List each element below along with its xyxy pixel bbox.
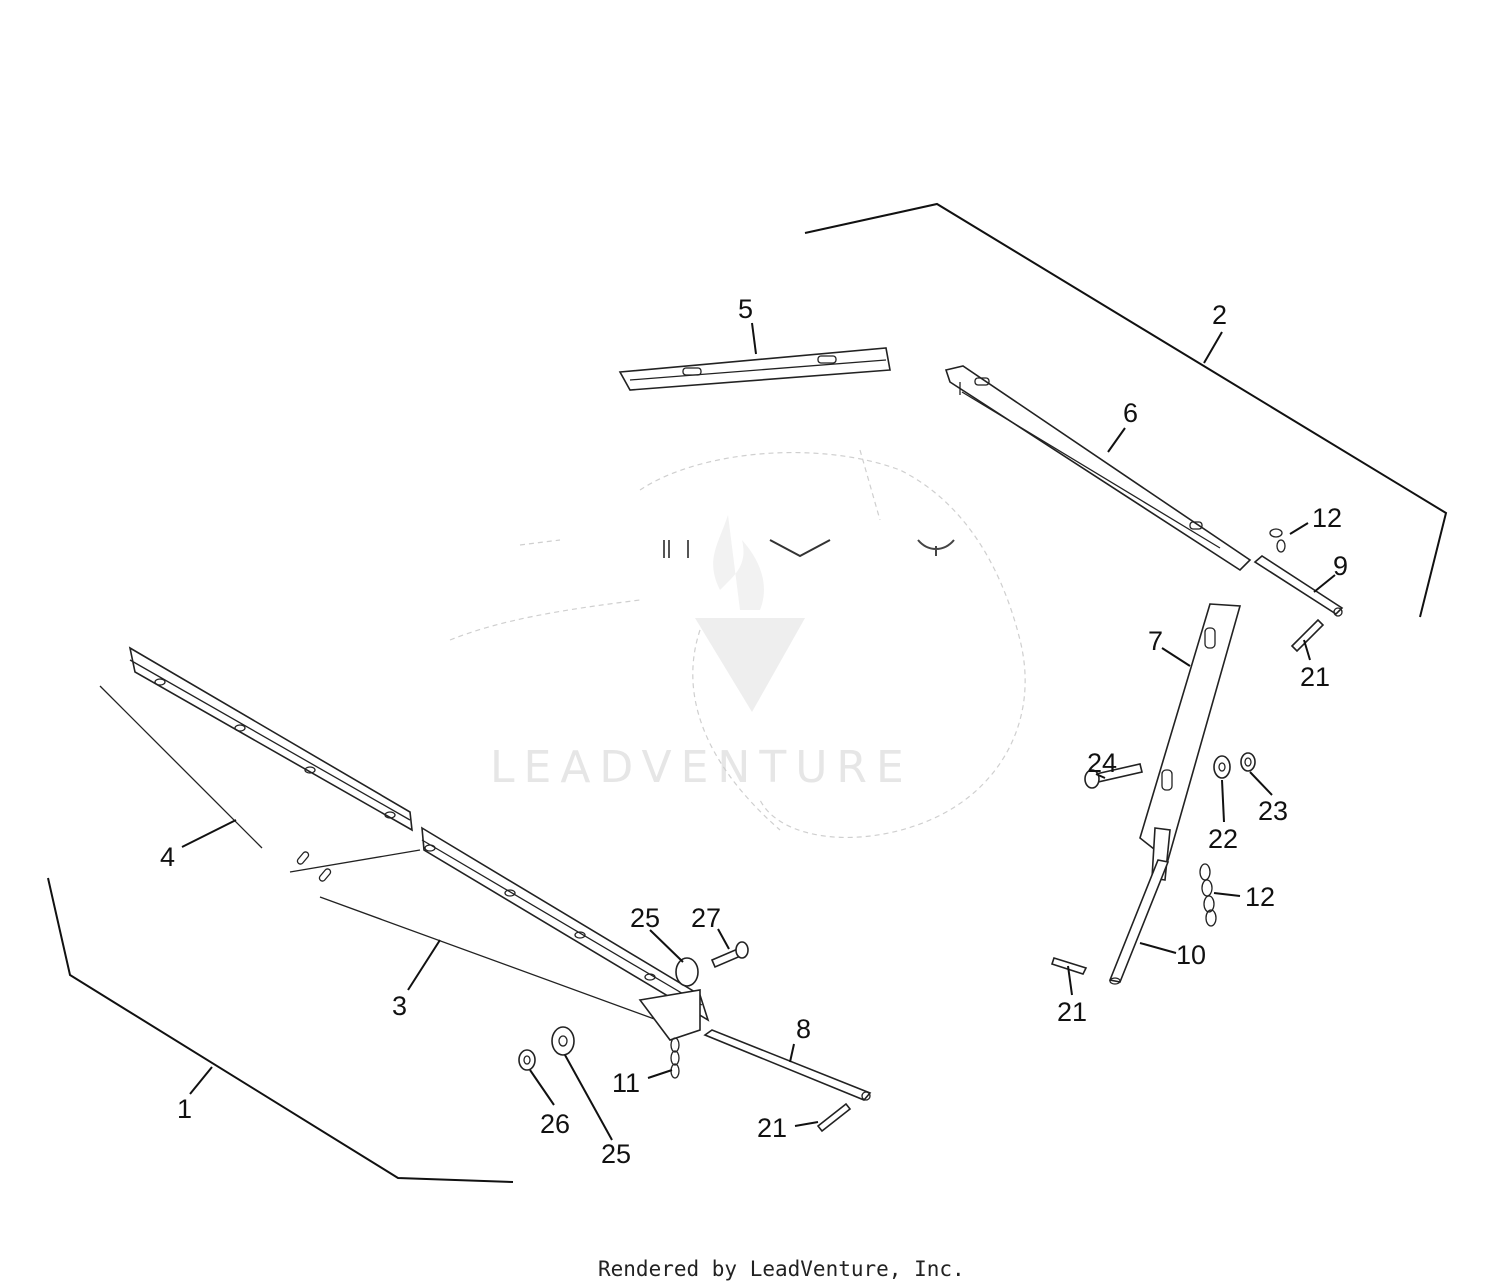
callout-labels: 1 2 3 4 5 6 7 8 9 10 11 12 12 21 21 21 2… bbox=[160, 294, 1348, 1169]
leader-lines bbox=[181, 322, 1336, 1141]
part-5-bracket bbox=[618, 347, 891, 391]
part-27-bolt bbox=[710, 941, 749, 969]
footer-credit: Rendered by LeadVenture, Inc. bbox=[598, 1257, 965, 1281]
callout-1: 1 bbox=[177, 1094, 192, 1124]
callout-12-upper: 12 bbox=[1312, 503, 1342, 533]
part-25-washer-upper bbox=[675, 957, 699, 987]
part-6-long-bar bbox=[944, 365, 1252, 572]
callout-23: 23 bbox=[1258, 796, 1288, 826]
callout-24: 24 bbox=[1087, 748, 1117, 778]
callout-8: 8 bbox=[796, 1014, 811, 1044]
callout-21-right: 21 bbox=[1300, 662, 1330, 692]
bracket-assembly-2-outline bbox=[804, 202, 1448, 618]
callout-27: 27 bbox=[691, 903, 721, 933]
part-22-washer bbox=[1213, 755, 1231, 779]
callout-9: 9 bbox=[1333, 551, 1348, 581]
callout-21-bottom: 21 bbox=[757, 1113, 787, 1143]
watermark-logo bbox=[695, 515, 805, 712]
callout-22: 22 bbox=[1208, 824, 1238, 854]
callout-25-upper: 25 bbox=[630, 903, 660, 933]
callout-26: 26 bbox=[540, 1109, 570, 1139]
leadventure-watermark: LEADVENTURE bbox=[490, 515, 913, 793]
callout-10: 10 bbox=[1176, 940, 1206, 970]
watermark-text: LEADVENTURE bbox=[490, 742, 913, 793]
part-9-pin bbox=[1253, 555, 1344, 617]
part-12-chain-lower bbox=[1199, 863, 1217, 927]
callout-4: 4 bbox=[160, 842, 175, 872]
part-8-pin bbox=[703, 1029, 872, 1101]
part-21-cotter-pin-3 bbox=[816, 1102, 852, 1133]
part-25-washer-lower bbox=[551, 1026, 575, 1056]
part-11-chain bbox=[670, 1037, 680, 1079]
part-26-nut bbox=[518, 1049, 536, 1071]
part-12-chain-upper bbox=[1269, 528, 1286, 553]
callout-7: 7 bbox=[1148, 626, 1163, 656]
callout-3: 3 bbox=[392, 991, 407, 1021]
callout-25-lower: 25 bbox=[601, 1139, 631, 1169]
part-24-bolt bbox=[1084, 763, 1143, 789]
part-10-rod bbox=[1108, 859, 1170, 985]
callout-2: 2 bbox=[1212, 300, 1227, 330]
part-3-rail bbox=[289, 826, 710, 1041]
bracket-assembly-1-outline bbox=[47, 877, 514, 1183]
callout-5: 5 bbox=[738, 294, 753, 324]
part-21-cotter-pin-1 bbox=[1290, 618, 1325, 653]
callout-12-lower: 12 bbox=[1245, 882, 1275, 912]
part-4-rail bbox=[99, 646, 413, 849]
callout-11: 11 bbox=[612, 1068, 640, 1098]
callout-6: 6 bbox=[1123, 398, 1138, 428]
part-7-arm bbox=[1139, 603, 1242, 881]
callout-21-middle: 21 bbox=[1057, 997, 1087, 1027]
part-23-nut bbox=[1240, 752, 1256, 772]
background-deck-outline bbox=[449, 449, 1026, 839]
